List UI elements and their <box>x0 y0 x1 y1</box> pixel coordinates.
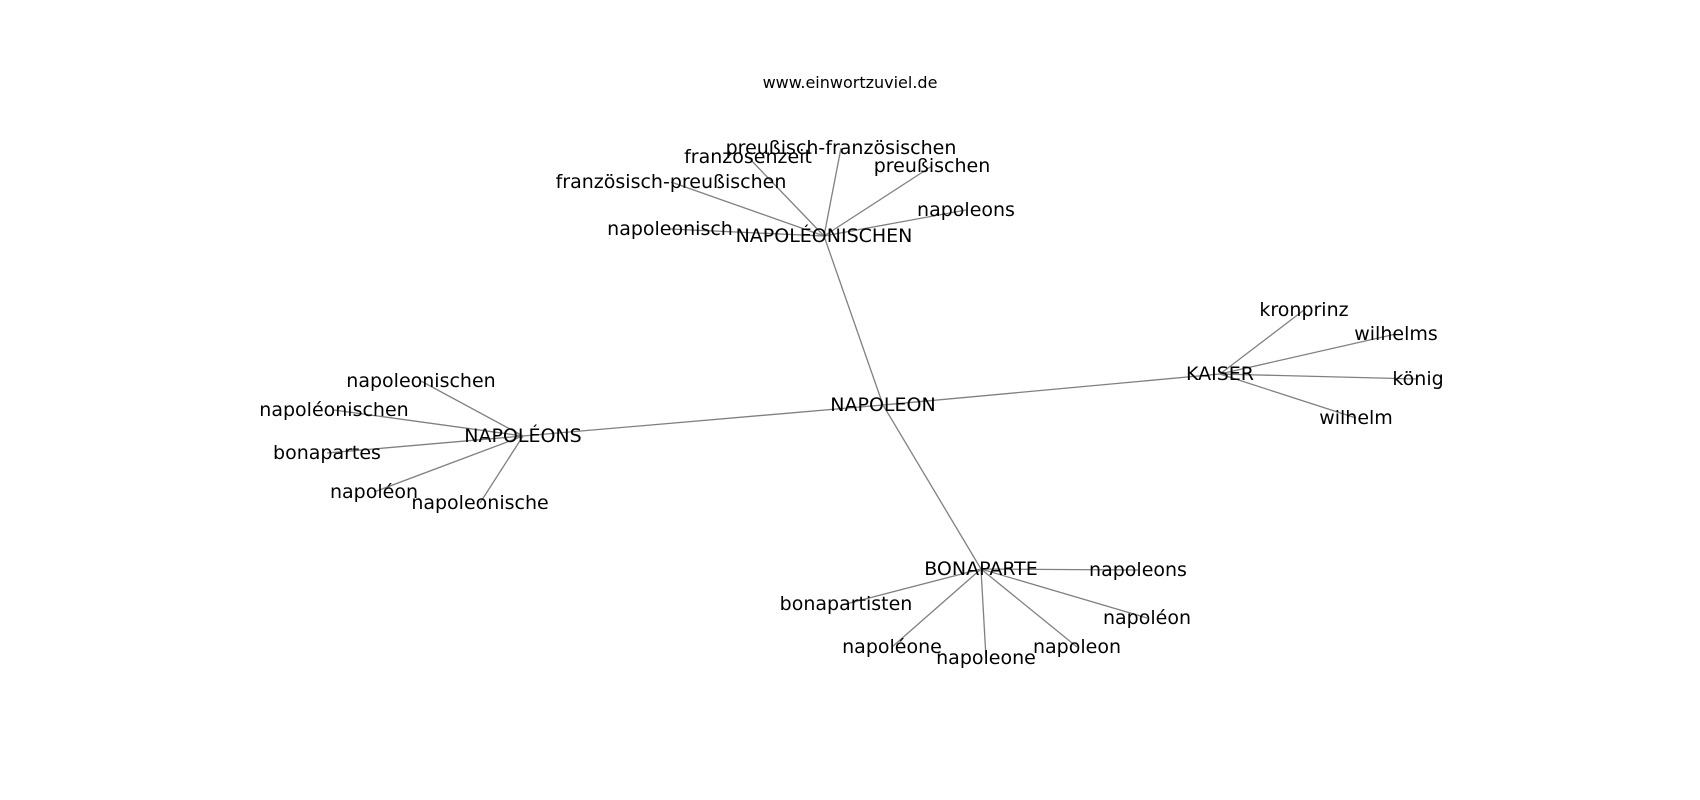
edge-kaiser-to-n-kronprinz <box>1219 309 1305 375</box>
edge-bonaparte-to-n-napoleone-plain <box>980 568 987 659</box>
node-label-n-wilhelms: wilhelms <box>1354 323 1438 345</box>
edge-bonaparte-to-n-napoleons-2 <box>980 568 1139 571</box>
edge-napoleon-to-bonaparte <box>882 404 982 570</box>
edge-layer <box>326 147 1419 659</box>
edge-napoleonischen-to-n-preussischen <box>823 165 933 237</box>
node-label-napoleons: NAPOLÉONS <box>464 424 581 447</box>
node-label-n-franzoesisch-preussischen: französisch-preußischen <box>556 171 787 193</box>
edge-napoleonischen-to-n-preussisch-franzoesischen <box>823 147 842 237</box>
edge-napoleons-to-n-bonapartes <box>326 435 524 454</box>
node-label-n-napoleons-2: napoleons <box>1089 559 1187 581</box>
node-label-kaiser: KAISER <box>1186 363 1254 385</box>
edge-napoleon-to-kaiser <box>882 373 1221 406</box>
node-label-n-napoleon-plain: napoleon <box>1033 636 1121 658</box>
node-label-n-koenig: könig <box>1392 368 1443 390</box>
node-label-n-napoleon-acc-1: napoléon <box>330 481 418 503</box>
edge-napoleon-to-napoleonischen <box>823 235 884 406</box>
node-label-n-napoleone-plain: napoleone <box>936 647 1036 669</box>
node-label-n-napoleons-1: napoleons <box>917 199 1015 221</box>
edge-napoleonischen-to-n-franzoesisch-preussischen <box>670 181 825 237</box>
label-layer: NAPOLEON NAPOLÉONISCHEN KAISER NAPOLÉONS BON… <box>259 137 1443 669</box>
node-label-n-bonapartisten: bonapartisten <box>780 593 913 615</box>
node-label-n-napoleonische: napoleonische <box>411 492 548 514</box>
edge-bonaparte-to-n-napoleon-acc-2 <box>980 568 1148 619</box>
node-label-n-bonapartes: bonapartes <box>273 442 381 464</box>
node-label-n-napoleonischen: napoleonischen <box>346 370 495 392</box>
edge-kaiser-to-n-wilhelm <box>1219 373 1357 419</box>
node-label-n-napoleonisch: napoleonisch <box>607 218 733 240</box>
edge-napoleonischen-to-n-napoleonisch <box>669 228 825 237</box>
edge-napoleons-to-n-napoleonischen-acc <box>333 409 524 437</box>
edge-napoleons-to-n-napoleonische <box>479 435 524 504</box>
edge-kaiser-to-n-wilhelms <box>1219 333 1397 375</box>
edge-bonaparte-to-n-napoleone <box>891 568 982 648</box>
edge-bonaparte-to-n-bonapartisten <box>845 568 982 605</box>
node-label-bonaparte: BONAPARTE <box>924 558 1038 580</box>
node-label-n-franzosenzeit: franzosenzeit <box>684 146 812 168</box>
node-label-n-preussisch-franzoesischen: preußisch-französischen <box>726 137 957 159</box>
node-label-n-wilhelm: wilhelm <box>1319 407 1393 429</box>
node-label-napoleonischen: NAPOLÉONISCHEN <box>736 224 913 247</box>
node-label-n-napoleone: napoléone <box>842 636 942 658</box>
edge-bonaparte-to-n-napoleon-plain <box>980 568 1078 648</box>
site-title: www.einwortzuviel.de <box>763 73 938 92</box>
edge-kaiser-to-n-koenig <box>1219 373 1419 380</box>
edge-napoleons-to-n-napoleon-acc-1 <box>373 435 524 493</box>
node-label-n-preussischen: preußischen <box>874 155 991 177</box>
edge-napoleonischen-to-n-franzosenzeit <box>747 156 825 237</box>
edge-napoleonischen-to-n-napoleons-1 <box>823 209 967 237</box>
edge-napoleons-to-n-napoleonischen <box>420 380 524 437</box>
node-label-n-napoleon-acc-2: napoléon <box>1103 607 1191 629</box>
edge-napoleon-to-napoleons <box>522 404 884 437</box>
node-label-napoleon: NAPOLEON <box>830 394 935 416</box>
node-label-n-kronprinz: kronprinz <box>1259 299 1348 321</box>
node-label-n-napoleonischen-acc: napoléonischen <box>259 399 408 421</box>
